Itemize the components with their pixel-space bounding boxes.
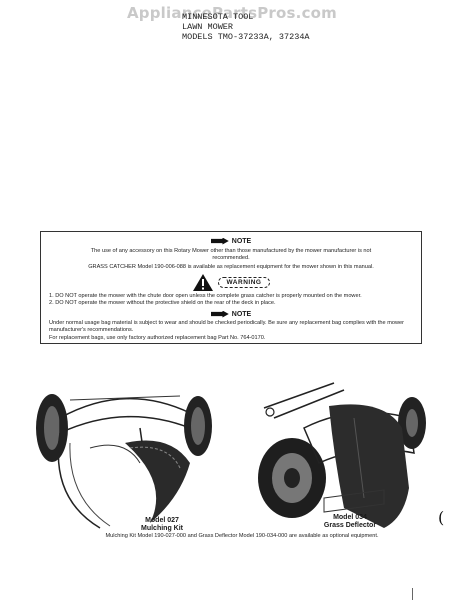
left-model-number: Model 027 — [145, 517, 179, 524]
grass-deflector-illustration — [258, 382, 426, 528]
warning-item-2: 2. DO NOT operate the mower without the … — [49, 300, 276, 306]
left-model-name: Mulching Kit — [141, 525, 183, 532]
right-model-name: Grass Deflector — [323, 522, 377, 529]
note-label: NOTE — [231, 237, 252, 245]
watermark: AppliancePartsPros.com — [127, 4, 337, 22]
mulching-kit-illustration — [36, 394, 212, 529]
margin-mark: ( — [438, 508, 445, 527]
note-arrow-icon — [210, 237, 229, 245]
warning-item-1: 1. DO NOT operate the mower with the chu… — [49, 293, 362, 299]
notice-box: NOTE The use of any accessory on this Ro… — [40, 231, 422, 344]
warning-heading: WARNING — [41, 271, 421, 293]
header-line-3: MODELS TMO-37233A, 37234A — [182, 32, 310, 42]
note2-arrow-icon — [210, 310, 229, 318]
warning-label: WARNING — [217, 276, 271, 288]
page-edge-mark — [412, 588, 413, 600]
accessory-text: The use of any accessory on this Rotary … — [90, 248, 372, 261]
grass-catcher-text: GRASS CATCHER Model 190-006-088 is avail… — [88, 264, 374, 270]
right-figure-label: Model 034 Grass Deflector — [315, 514, 385, 530]
wear-text: Under normal usage bag material is subje… — [49, 320, 404, 333]
note2-heading: NOTE — [41, 309, 421, 319]
left-figure-label: Model 027 Mulching Kit — [127, 517, 197, 533]
note2-label: NOTE — [231, 310, 252, 318]
right-model-number: Model 034 — [333, 514, 367, 521]
figure-caption: Mulching Kit Model 190-027-000 and Grass… — [105, 533, 379, 539]
warning-triangle-icon — [192, 273, 213, 291]
replacement-text: For replacement bags, use only factory a… — [49, 335, 266, 341]
header-line-2: LAWN MOWER — [182, 22, 234, 32]
note-heading: NOTE — [41, 236, 421, 246]
document-header: MINNESOTA TOOL LAWN MOWER MODELS TMO-372… — [182, 12, 310, 42]
header-line-1: MINNESOTA TOOL — [182, 12, 254, 22]
